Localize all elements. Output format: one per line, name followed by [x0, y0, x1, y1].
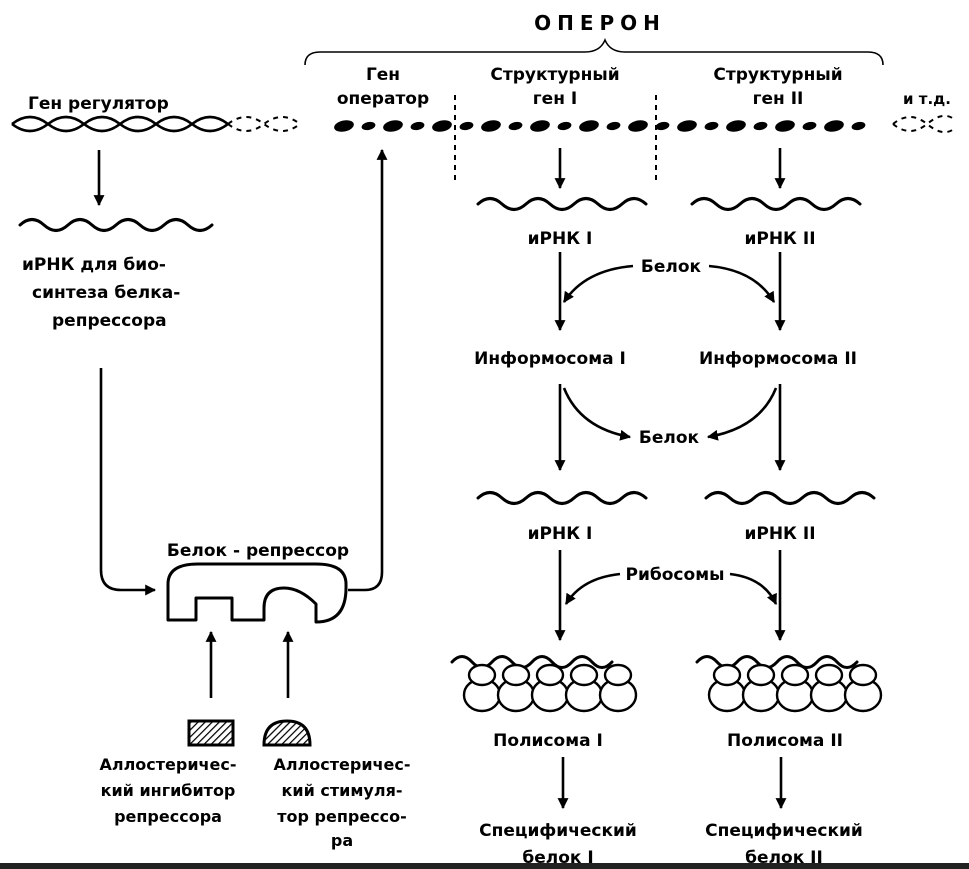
- dna-segment: [432, 120, 452, 132]
- informosome-1-label: Информосома I: [474, 349, 626, 369]
- dna-segment: [481, 120, 501, 132]
- polysome-1-image: [450, 655, 638, 713]
- operon-dna-segments: [334, 120, 866, 132]
- ribosome-small-subunit: [814, 663, 844, 687]
- ribosome-small-subunit: [848, 663, 878, 687]
- allosteric-inhibitor-icon: [187, 719, 235, 747]
- bottom-border: [0, 863, 969, 869]
- inhibitor-label-2: кий ингибитор: [101, 781, 236, 800]
- structural-gene-2-label-2: ген II: [753, 89, 804, 109]
- polysome-1-label: Полисома I: [493, 731, 603, 751]
- dna-segment: [361, 121, 376, 131]
- specific-protein-2-label-1: Специфический: [705, 821, 863, 841]
- stimulator-label-4: ра: [331, 831, 353, 850]
- ribosome-small-subunit: [746, 663, 776, 687]
- dna-segment: [508, 121, 523, 131]
- curve-protein-to-col2-upper: [708, 264, 776, 303]
- stimulator-label-2: кий стимуля-: [282, 781, 403, 800]
- protein-label-lower: Белок: [639, 428, 700, 448]
- dna-segment: [753, 121, 768, 131]
- mrna-2-top-wave: [690, 197, 862, 211]
- protein-label-upper: Белок: [641, 257, 702, 277]
- dna-segment: [802, 121, 817, 131]
- structural-gene-2-label-1: Структурный: [713, 65, 842, 85]
- ribosome-small-subunit: [467, 663, 497, 687]
- repressor-protein-shape: [166, 562, 348, 624]
- dna-segment: [628, 120, 648, 132]
- inhibitor-label-1: Аллостеричес-: [99, 755, 236, 774]
- repressor-mrna-label-1: иРНК для био-: [22, 255, 166, 275]
- repressor-mrna-label-3: репрессора: [52, 311, 167, 331]
- mrna-2-bottom-label: иРНК II: [744, 524, 815, 544]
- dna-segment: [655, 121, 670, 131]
- dna-segment: [459, 121, 474, 131]
- mrna-2-bottom-wave: [704, 491, 876, 505]
- dna-segment: [775, 120, 795, 132]
- curve-ribosomes-to-col1: [564, 572, 621, 605]
- dna-segment: [530, 120, 550, 132]
- gene-regulator-label: Ген регулятор: [28, 94, 169, 114]
- ribosomes-label: Рибосомы: [626, 565, 725, 585]
- dna-segment: [557, 121, 572, 131]
- dna-segment: [851, 121, 866, 131]
- allosteric-stimulator-icon: [262, 719, 312, 747]
- dna-segment: [383, 120, 403, 132]
- mrna-1-bottom-label: иРНК I: [528, 524, 593, 544]
- curve-ribosomes-to-col2: [729, 572, 778, 605]
- stimulator-label-3: тор репрессо-: [277, 807, 407, 826]
- repressor-mrna-label-2: синтеза белка-: [32, 283, 180, 303]
- ribosome-small-subunit: [712, 663, 742, 687]
- stimulator-label-1: Аллостеричес-: [273, 755, 410, 774]
- informosome-2-label: Информосома II: [699, 349, 857, 369]
- dna-segment: [410, 121, 425, 131]
- polysome-2-image: [695, 655, 883, 713]
- dna-segment: [334, 120, 354, 132]
- arrow-mrna-to-repressor: [99, 368, 157, 596]
- ribosome-small-subunit: [569, 663, 599, 687]
- mrna-1-top-wave: [476, 197, 648, 211]
- dna-segment: [704, 121, 719, 131]
- inhibitor-label-3: репрессора: [114, 807, 222, 826]
- dna-segment: [579, 120, 599, 132]
- dna-segment: [606, 121, 621, 131]
- specific-protein-1-label-1: Специфический: [479, 821, 637, 841]
- mrna-2-top-label: иРНК II: [744, 229, 815, 249]
- arrow-repressor-to-operator: [348, 148, 388, 592]
- ribosome-small-subunit: [780, 663, 810, 687]
- ribosome-small-subunit: [535, 663, 565, 687]
- gene-operator-label-2: оператор: [337, 89, 429, 109]
- repressor-protein-label: Белок - репрессор: [167, 541, 349, 561]
- gene-operator-label-1: Ген: [366, 65, 400, 85]
- regulator-dna-helix: [11, 115, 301, 133]
- repressor-mrna-wave: [18, 218, 214, 232]
- structural-gene-1-label-2: ген I: [533, 89, 577, 109]
- dna-segment: [726, 120, 746, 132]
- operon-brace: [304, 37, 884, 66]
- ribosome-small-subunit: [501, 663, 531, 687]
- operon-title: ОПЕРОН: [534, 11, 666, 35]
- curve-col1-to-protein-lower: [562, 387, 632, 441]
- ribosome-small-subunit: [603, 663, 633, 687]
- curve-protein-to-col1-upper: [562, 264, 634, 303]
- mrna-1-bottom-wave: [476, 491, 648, 505]
- dna-segment: [824, 120, 844, 132]
- polysome-2-label: Полисома II: [727, 731, 843, 751]
- structural-gene-1-label-1: Структурный: [490, 65, 619, 85]
- etc-label: и т.д.: [903, 90, 951, 108]
- mrna-1-top-label: иРНК I: [528, 229, 593, 249]
- curve-col2-to-protein-lower: [706, 387, 778, 441]
- etc-dna-helix: [892, 114, 956, 134]
- dna-segment: [677, 120, 697, 132]
